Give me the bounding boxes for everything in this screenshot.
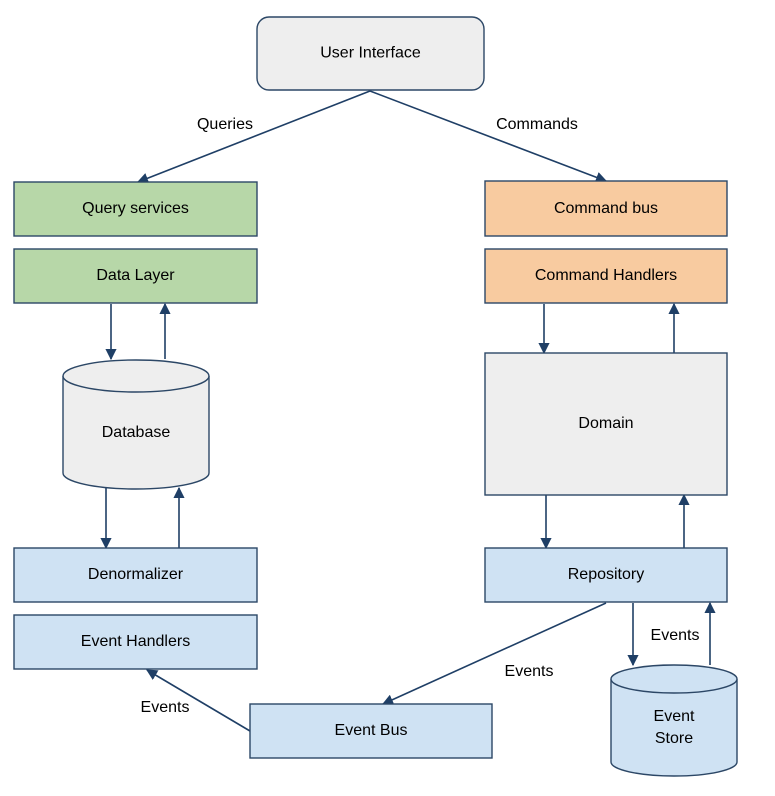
repository-node: Repository <box>484 547 728 603</box>
denormalizer-box <box>13 547 258 603</box>
command-bus-node: Command bus <box>484 180 728 237</box>
commands-label: Commands <box>496 116 578 133</box>
event-bus-node: Event Bus <box>249 703 493 759</box>
user-interface-node: User Interface <box>256 16 485 91</box>
events-bus-to-handlers-label: Events <box>141 699 190 716</box>
events-repo-to-bus-label: Events <box>505 663 554 680</box>
data-layer-node: Data Layer <box>13 248 258 304</box>
user-interface-box <box>256 16 485 91</box>
event-store-label-line2: Store <box>655 730 693 747</box>
query-services-label: Query services <box>82 200 189 217</box>
data-layer-box <box>13 248 258 304</box>
data-layer-label: Data Layer <box>96 267 175 284</box>
event-handlers-node: Event Handlers <box>13 614 258 670</box>
event-store-node: Event Store <box>610 664 738 777</box>
events-repo-to-store-label: Events <box>651 627 700 644</box>
queries-label: Queries <box>197 116 253 133</box>
database-node: Database <box>62 359 210 490</box>
database-cylinder-body <box>62 376 210 490</box>
domain-node: Domain <box>484 352 728 496</box>
event-bus-box <box>249 703 493 759</box>
edge-ui-to-query-services <box>136 90 371 184</box>
denormalizer-label: Denormalizer <box>88 566 184 583</box>
command-bus-label: Command bus <box>554 200 658 217</box>
repository-box <box>484 547 728 603</box>
command-bus-box <box>484 180 728 237</box>
command-handlers-label: Command Handlers <box>535 267 677 284</box>
query-services-node: Query services <box>13 181 258 237</box>
database-cylinder-top <box>62 359 210 393</box>
edge-labels: Queries Commands Events Events Events <box>141 116 700 716</box>
edges <box>100 90 716 732</box>
query-services-box <box>13 181 258 237</box>
event-handlers-label: Event Handlers <box>81 633 190 650</box>
database-label: Database <box>102 424 171 441</box>
domain-box <box>484 352 728 496</box>
denormalizer-node: Denormalizer <box>13 547 258 603</box>
event-store-label-line1: Event <box>654 708 695 725</box>
edge-repository-to-event-bus <box>381 602 607 705</box>
domain-label: Domain <box>578 415 633 432</box>
edge-ui-to-command-bus <box>369 90 608 183</box>
event-store-cylinder-top <box>610 664 738 694</box>
edge-event-bus-to-event-handlers <box>146 669 251 732</box>
user-interface-label: User Interface <box>320 45 421 62</box>
event-store-cylinder-body <box>610 679 738 777</box>
repository-label: Repository <box>568 566 644 583</box>
event-handlers-box <box>13 614 258 670</box>
command-handlers-node: Command Handlers <box>484 248 728 304</box>
event-bus-label: Event Bus <box>335 722 408 739</box>
command-handlers-box <box>484 248 728 304</box>
